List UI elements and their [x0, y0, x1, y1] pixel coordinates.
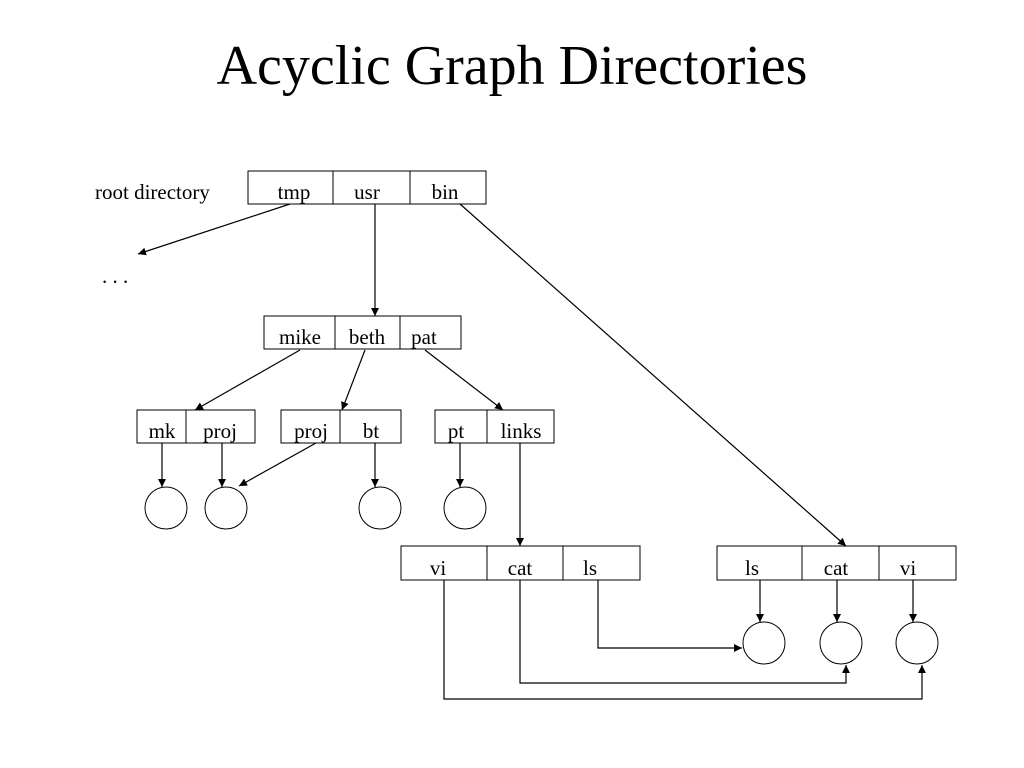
- edge-pat-to-pat-dir: [424, 349, 504, 411]
- usr-entry-beth: beth: [349, 325, 386, 349]
- usr-entry-mike: mike: [279, 325, 321, 349]
- slide-title: Acyclic Graph Directories: [216, 35, 808, 97]
- bin-entry-cat: cat: [824, 556, 849, 580]
- edge-beth-to-beth-dir: [341, 349, 366, 411]
- links-entry-vi: vi: [430, 556, 447, 580]
- beth-directory: proj bt: [280, 409, 402, 444]
- usr-directory: mike beth pat: [263, 315, 462, 350]
- edge-beth-proj-to-shared-file: [238, 442, 317, 487]
- bin-entry-ls: ls: [745, 556, 759, 580]
- usr-entry-pat: pat: [411, 325, 437, 349]
- root-directory: tmp usr bin: [247, 170, 487, 205]
- pat-directory: pt links: [434, 409, 555, 444]
- edge-links-vi-to-vi-file: [443, 580, 926, 700]
- pat-entry-pt: pt: [448, 419, 465, 443]
- file-node-proj-shared: [204, 486, 248, 530]
- ellipsis-label: . . .: [102, 264, 128, 288]
- root-entry-tmp: tmp: [278, 180, 311, 204]
- links-entry-cat: cat: [508, 556, 533, 580]
- root-directory-label: root directory: [95, 180, 210, 204]
- file-node-cat: [819, 621, 863, 665]
- edge-bin-to-bin-dir: [459, 203, 847, 547]
- edge-links-cat-to-cat-file: [519, 580, 850, 684]
- links-directory: vi cat ls: [400, 545, 641, 581]
- file-nodes: [144, 486, 939, 665]
- mike-directory: mk proj: [136, 409, 256, 444]
- file-node-pt: [443, 486, 487, 530]
- mike-entry-proj: proj: [203, 419, 237, 443]
- bin-directory: ls cat vi: [716, 545, 957, 581]
- edges: [137, 203, 926, 700]
- bin-entry-vi: vi: [900, 556, 917, 580]
- edge-links-ls-to-ls-file: [597, 580, 742, 652]
- mike-entry-mk: mk: [149, 419, 176, 443]
- beth-entry-proj: proj: [294, 419, 328, 443]
- edge-tmp-to-ellipsis: [137, 203, 291, 256]
- pat-entry-links: links: [501, 419, 542, 443]
- file-node-ls: [742, 621, 786, 665]
- root-entry-bin: bin: [432, 180, 459, 204]
- root-entry-usr: usr: [354, 180, 380, 204]
- file-node-bt: [358, 486, 402, 530]
- file-node-vi: [895, 621, 939, 665]
- beth-entry-bt: bt: [363, 419, 380, 443]
- edge-mike-to-mike-dir: [194, 349, 301, 411]
- links-entry-ls: ls: [583, 556, 597, 580]
- file-node-mk: [144, 486, 188, 530]
